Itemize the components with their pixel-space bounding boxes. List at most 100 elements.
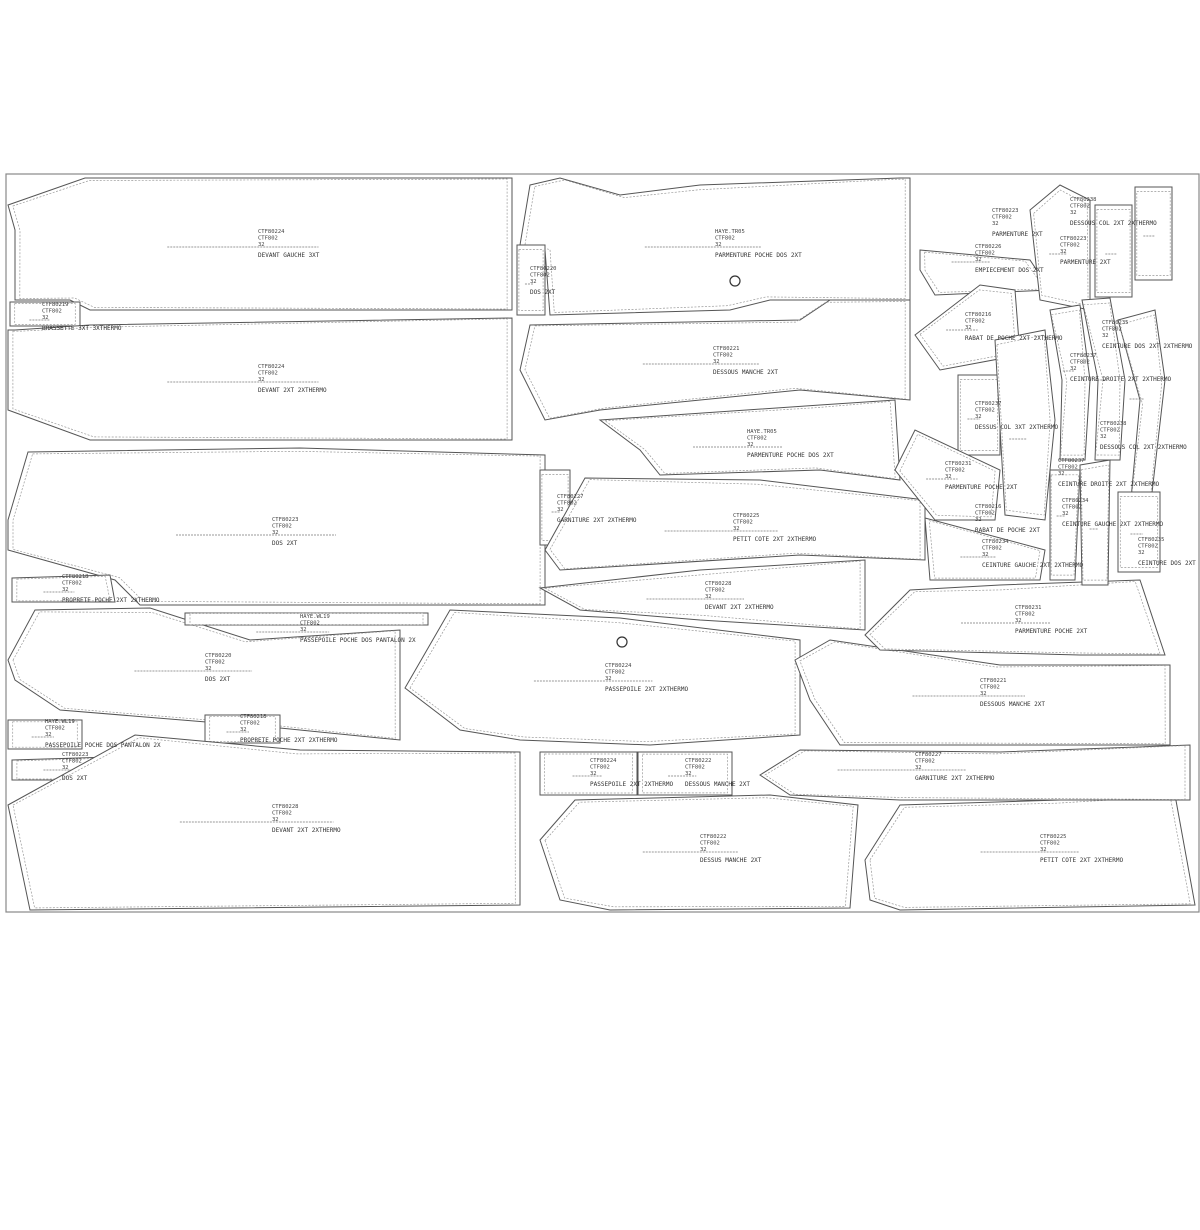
piece-size: 32 bbox=[1015, 618, 1022, 624]
piece-outline bbox=[539, 794, 859, 911]
piece-outline bbox=[864, 579, 1166, 656]
piece-outline bbox=[519, 299, 911, 421]
piece-ref: CTF802 bbox=[733, 520, 753, 526]
piece-size: 32 bbox=[992, 221, 999, 227]
piece-size: 32 bbox=[1100, 434, 1107, 440]
piece-ref: CTF802 bbox=[240, 721, 260, 727]
piece-outline bbox=[1049, 304, 1091, 461]
piece-name: CEINTURE DROITE 2XT 2XTHERMO bbox=[1070, 376, 1172, 383]
pattern-piece[interactable] bbox=[11, 574, 116, 603]
piece-code: CTF80223 bbox=[992, 208, 1019, 214]
pattern-piece[interactable] bbox=[538, 559, 866, 631]
seam-line bbox=[524, 178, 906, 313]
pattern-piece[interactable] bbox=[7, 447, 546, 606]
piece-name: CEINTURE GAUCHE 2XT 2XTHERMO bbox=[982, 562, 1084, 569]
pattern-piece[interactable] bbox=[894, 429, 1001, 521]
pattern-piece[interactable] bbox=[204, 714, 281, 744]
pattern-piece[interactable] bbox=[759, 744, 1191, 801]
piece-code: CTF80228 bbox=[705, 581, 732, 587]
piece-size: 32 bbox=[605, 676, 612, 682]
drill-hole-icon bbox=[616, 636, 628, 648]
seam-line bbox=[12, 721, 78, 748]
seam-line bbox=[1119, 496, 1159, 568]
piece-code: CTF80224 bbox=[590, 758, 617, 764]
fabric-frame bbox=[5, 173, 1200, 913]
piece-ref: CTF802 bbox=[1015, 612, 1035, 618]
piece-code: HAYE.WL19 bbox=[300, 614, 330, 620]
pattern-piece[interactable] bbox=[864, 794, 1196, 911]
pattern-piece[interactable] bbox=[598, 399, 901, 481]
seam-line bbox=[869, 581, 1161, 655]
piece-name: PASSEPOILE POCHE DOS PANTALON 2X bbox=[45, 742, 161, 749]
piece-size: 32 bbox=[747, 442, 754, 448]
seam-line bbox=[544, 797, 854, 908]
piece-name: DESSUS COL 3XT 2XTHERMO bbox=[975, 424, 1058, 431]
pattern-piece[interactable] bbox=[794, 639, 1171, 746]
piece-code: CTF80237 bbox=[975, 401, 1002, 407]
pattern-piece[interactable] bbox=[184, 612, 429, 633]
piece-outline bbox=[184, 612, 429, 626]
piece-name: RABAT DE POCHE 2XT 2XTHERMO bbox=[965, 335, 1063, 342]
piece-name: PROPRETE POCHE 2XT 2XTHERMO bbox=[240, 737, 338, 744]
pattern-piece[interactable] bbox=[864, 579, 1166, 656]
pattern-piece[interactable] bbox=[637, 751, 733, 796]
piece-size: 32 bbox=[557, 507, 564, 513]
pattern-piece[interactable] bbox=[539, 751, 638, 796]
pattern-piece[interactable] bbox=[7, 607, 401, 741]
pattern-piece[interactable] bbox=[544, 477, 926, 571]
piece-code: CTF80216 bbox=[965, 312, 992, 318]
pattern-piece[interactable] bbox=[1117, 309, 1166, 511]
pattern-piece[interactable] bbox=[7, 177, 513, 311]
pattern-piece[interactable] bbox=[1134, 186, 1173, 281]
pattern-piece[interactable] bbox=[7, 719, 83, 750]
pattern-piece[interactable] bbox=[519, 299, 911, 421]
pattern-piece[interactable] bbox=[539, 794, 859, 911]
seam-line bbox=[524, 301, 906, 419]
piece-size: 32 bbox=[300, 627, 307, 633]
piece-ref: CTF802 bbox=[258, 371, 278, 377]
piece-name: DESSUS MANCHE 2XT bbox=[700, 857, 762, 864]
pattern-piece[interactable] bbox=[1117, 491, 1161, 573]
pattern-piece[interactable] bbox=[914, 284, 1021, 371]
piece-size: 32 bbox=[700, 847, 707, 853]
piece-name: DESSOUS MANCHE 2XT bbox=[980, 701, 1045, 708]
piece-size: 32 bbox=[1070, 210, 1077, 216]
pattern-piece[interactable] bbox=[516, 244, 546, 316]
piece-outline bbox=[1134, 186, 1173, 281]
pattern-piece[interactable] bbox=[7, 734, 521, 911]
piece-size: 32 bbox=[205, 666, 212, 672]
pattern-piece[interactable] bbox=[7, 317, 513, 441]
piece-size: 32 bbox=[1102, 333, 1109, 339]
pattern-piece[interactable] bbox=[957, 374, 1001, 456]
pattern-piece[interactable] bbox=[1049, 304, 1091, 461]
pattern-piece[interactable] bbox=[1079, 459, 1111, 586]
piece-outline bbox=[516, 244, 546, 316]
pattern-piece[interactable] bbox=[924, 517, 1046, 581]
seam-line bbox=[549, 479, 921, 570]
pattern-piece[interactable] bbox=[1094, 204, 1133, 298]
pattern-piece[interactable] bbox=[404, 609, 801, 746]
seam-line bbox=[604, 401, 896, 480]
piece-ref: CTF802 bbox=[1102, 327, 1122, 333]
seam-line bbox=[12, 611, 396, 739]
piece-ref: CTF802 bbox=[62, 759, 82, 765]
pattern-piece[interactable] bbox=[1049, 469, 1081, 581]
pattern-piece[interactable] bbox=[1081, 297, 1126, 461]
piece-name: PARMENTURE 2XT bbox=[992, 231, 1043, 238]
pattern-piece[interactable] bbox=[1029, 184, 1091, 311]
piece-name: DESSOUS COL 2XT 2XTHERMO bbox=[1070, 220, 1157, 227]
piece-outline bbox=[1029, 184, 1091, 311]
piece-size: 32 bbox=[45, 732, 52, 738]
piece-code: CTF80223 bbox=[1060, 236, 1087, 242]
seam-line bbox=[799, 641, 1166, 745]
